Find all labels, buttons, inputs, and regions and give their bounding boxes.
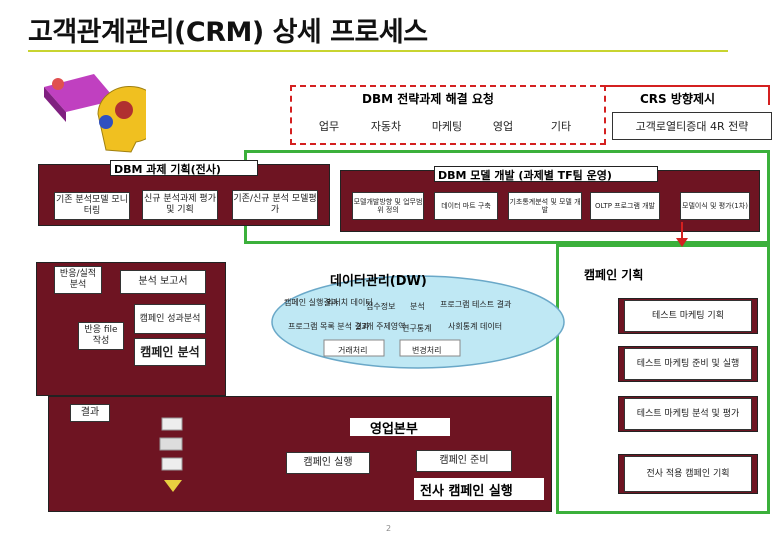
dm-item-research-stats: 연구통계 [402,324,431,333]
task-planning-header: DBM 과제 기획(전사) [114,161,221,177]
campaign-exec-box: 캠페인 실행 [286,452,370,474]
sales-hq-label: 영업본부 [370,418,418,437]
dm-item-social-stats: 사회통계 데이터 [448,322,502,331]
dev-box-porting: 모델이식 및 평가(1차) [680,192,750,220]
crs-line-v [768,85,770,105]
step-test-marketing-exec: 테스트 마케팅 준비 및 실행 [624,348,752,380]
title-underline [28,50,728,52]
step-test-marketing-plan: 테스트 마케팅 기획 [624,300,752,332]
step-company-campaign-plan: 전사 적용 캠페인 기획 [624,456,752,492]
task-box-model-eval: 기존/신규 분석 모델평가 [232,190,318,220]
crs-direction-label: CRS 방향제시 [640,90,715,107]
campaign-analysis-box: 캠페인 분석 [134,338,206,366]
task-box-new-eval: 신규 분석과제 평가 및 기획 [142,190,218,220]
dm-item-change: 변경처리 [412,346,441,355]
dept-marketing: 마케팅 [420,117,474,135]
dm-item-subject-areas: 23개 주제영역 [356,322,406,331]
company-campaign-label: 전사 캠페인 실행 [420,480,513,499]
dev-box-datamart: 데이터 마트 구축 [434,192,498,220]
campaign-prep-box: 캠페인 준비 [416,450,512,472]
dm-item-reception: 접수정보 [366,302,395,311]
page-number: 2 [386,524,391,533]
dm-item-test-result: 프로그램 테스트 결과 [440,300,511,309]
task-box-monitoring: 기존 분석모델 모니터링 [54,192,130,220]
dept-sales: 영업 [478,117,528,135]
dbm-request-label: DBM 전략과제 해결 요청 [362,90,494,107]
dm-item-transaction: 거래처리 [338,346,367,355]
model-dev-header: DBM 모델 개발 (과제별 TF팀 운영) [438,167,612,183]
response-file-box: 반응 file 작성 [78,322,124,350]
document-stack-icon [156,414,192,494]
results-label: 결과 [70,404,110,422]
dev-box-stats: 기초통계분석 및 모델 개발 [508,192,582,220]
loyalty-strategy: 고객로열티증대 4R 전략 [612,112,772,140]
arrow-down-icon [672,222,692,248]
step-test-marketing-eval: 테스트 마케팅 분석 및 평가 [624,398,752,430]
crm-illustration [36,62,146,157]
campaign-planning-label: 캠페인 기획 [584,266,643,283]
crs-line [606,85,770,87]
analysis-report-box: 분석 보고서 [120,270,206,294]
dev-box-oltp: OLTP 프로그램 개발 [590,192,660,220]
dev-box-scope: 모델개발방향 및 업무범위 정의 [352,192,424,220]
dept-auto: 자동차 [358,117,414,135]
dm-item-analysis: 분석 [410,302,425,311]
dept-other: 기타 [536,117,586,135]
campaign-performance-box: 캠페인 성과분석 [134,304,206,334]
data-management-title: 데이터관리(DW) [330,270,427,289]
page-title: 고객관계관리(CRM) 상세 프로세스 [28,10,428,49]
response-analysis-box: 반응/실적 분석 [54,266,102,294]
dept-business: 업무 [306,117,352,135]
